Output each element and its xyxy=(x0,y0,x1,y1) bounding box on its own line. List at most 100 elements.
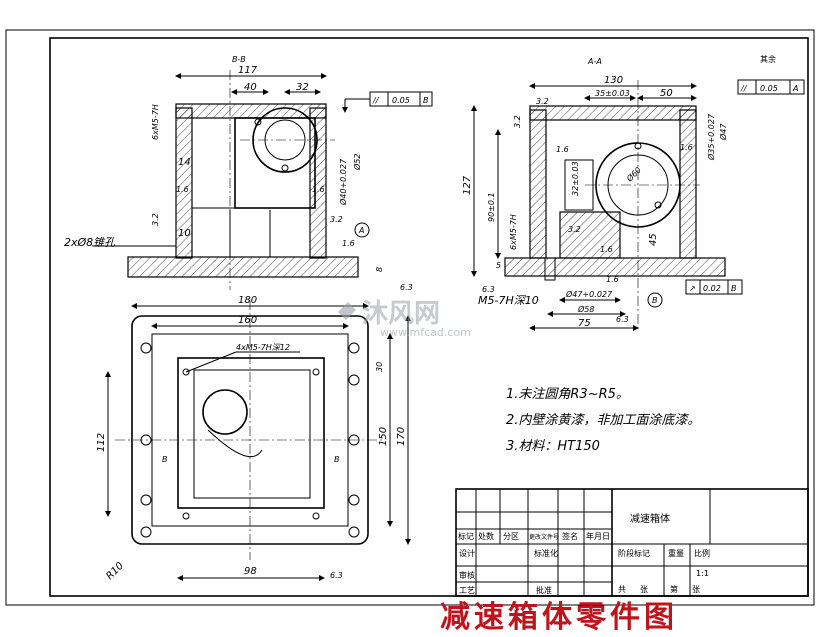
watermark-name: 沐风网 xyxy=(362,299,440,329)
dim-45: 45 xyxy=(648,233,659,246)
rough-1-6-a: 1.6 xyxy=(176,185,189,194)
tb-header-3: 更改文件号 xyxy=(529,533,559,541)
tb-sheet-3: 张 xyxy=(692,585,700,594)
tb-stage-0: 阶段标记 xyxy=(618,548,650,558)
rough-aa-3-2-a: 3.2 xyxy=(536,97,549,106)
dim-75: 75 xyxy=(578,318,591,329)
tol-aa-top-datum: A xyxy=(792,84,798,93)
tb-header-0: 标记 xyxy=(458,531,474,541)
dim-35: 35±0.03 xyxy=(595,89,630,98)
rough-1-6-c: 1.6 xyxy=(342,239,355,248)
tb-header-5: 年月日 xyxy=(586,531,610,541)
callout-4xm5-depth12: 4xM5-7H深12 xyxy=(236,343,290,352)
section-aa-label: A-A xyxy=(587,57,602,66)
tol-bb-value: 0.05 xyxy=(392,96,410,105)
tb-sheet-2: 第 xyxy=(670,584,678,594)
technical-notes: 1.未注圆角R3~R5。 2.内壁涂黄漆，非加工面涂底漆。 3.材料：HT150 xyxy=(506,387,700,454)
datum-b-mark: B xyxy=(652,296,658,305)
note-3: 3.材料：HT150 xyxy=(506,439,600,454)
tb-row-4: 批准 xyxy=(536,585,552,595)
tol-aa-top-symbol: // xyxy=(740,84,748,93)
dim-30: 30 xyxy=(375,362,384,372)
dim-dia52: Ø52 xyxy=(352,154,362,171)
dim-dia47-tol: Ø47+0.027 xyxy=(565,289,613,299)
dim-127: 127 xyxy=(462,175,473,195)
thread-6xm5: 6xM5-7H xyxy=(151,104,160,140)
rough-aa-1-6-a: 1.6 xyxy=(556,145,569,154)
rough-6-3-a: 6.3 xyxy=(400,283,413,292)
roughness-other: 其余 xyxy=(760,54,776,64)
section-aa-view: A-A 其余 130 35±0.03 50 3.2 3.2 1.6 1.6 32… xyxy=(462,54,805,331)
dim-32-tol: 32±0.03 xyxy=(571,161,580,196)
plan-mark-b-right: B xyxy=(334,455,340,464)
dim-130: 130 xyxy=(604,75,623,86)
dim-14: 14 xyxy=(178,157,191,168)
dim-98: 98 xyxy=(244,566,257,577)
dim-170: 170 xyxy=(396,427,407,446)
rough-1-6-b: 1.6 xyxy=(312,185,325,194)
tb-row-1: 标准化 xyxy=(534,548,558,558)
tol-aa-bottom-datum: B xyxy=(731,284,737,293)
dim-150: 150 xyxy=(378,427,389,446)
callout-2xd8-taper-hole: 2xØ8锥孔 xyxy=(64,236,116,249)
dim-112: 112 xyxy=(96,433,107,452)
tol-aa-bottom-symbol: ↗ xyxy=(689,284,696,293)
tb-row-2: 审核 xyxy=(459,570,475,580)
drawing-border xyxy=(49,37,809,597)
dim-dia58: Ø58 xyxy=(577,304,594,314)
watermark-url: www.mfcad.com xyxy=(380,326,471,339)
rough-3-2-a: 3.2 xyxy=(151,213,160,226)
title-part-name: 减速箱体 xyxy=(630,512,670,525)
dim-117: 117 xyxy=(238,65,258,76)
rough-3-2-b: 3.2 xyxy=(330,215,343,224)
dim-dia40: Ø40+0.027 xyxy=(338,158,348,206)
dim-90: 90±0.1 xyxy=(487,192,496,222)
tb-sheet-1: 张 xyxy=(640,585,648,594)
tb-header-2: 分区 xyxy=(503,532,519,541)
tb-row-3: 工艺 xyxy=(459,586,475,595)
tb-header-1: 处数 xyxy=(478,531,494,541)
section-bb-view: B-B 117 40 32 14 1.6 3.2 10 6xM5-7H Ø52 xyxy=(64,55,433,292)
dim-32: 32 xyxy=(296,82,309,93)
title-block: 减速箱体 标记 处数 分区 更改文件号 签名 年月日 设计 标准化 审核 工艺 … xyxy=(455,488,809,597)
tb-scale: 1:1 xyxy=(696,569,709,578)
dim-r10: R10 xyxy=(104,560,126,582)
dim-dia60: Ø60 xyxy=(624,165,643,184)
tb-sheet-0: 共 xyxy=(618,585,626,594)
callout-m5-depth10: M5-7H深10 xyxy=(478,294,539,307)
dim-dia35: Ø35+0.027 xyxy=(706,113,716,161)
dim-8: 8 xyxy=(375,267,384,272)
rough-aa-6-3-a: 6.3 xyxy=(482,285,495,294)
tb-header-4: 签名 xyxy=(562,531,578,541)
dim-dia47: Ø47 xyxy=(718,123,728,141)
tb-stage-1: 重量 xyxy=(668,548,684,558)
watermark: 沐风网 www.mfcad.com xyxy=(338,299,471,339)
tol-aa-top-value: 0.05 xyxy=(760,84,778,93)
tol-bb-datum: B xyxy=(423,96,429,105)
note-1: 1.未注圆角R3~R5。 xyxy=(506,387,629,402)
rough-plan-6-3: 6.3 xyxy=(330,571,343,580)
sheet-frame xyxy=(5,29,815,606)
section-bb-label: B-B xyxy=(232,55,246,64)
rough-aa-6-3-b: 6.3 xyxy=(616,315,629,324)
dim-40: 40 xyxy=(244,82,257,93)
dim-10: 10 xyxy=(178,228,191,239)
dim-180: 180 xyxy=(238,295,257,306)
datum-a-mark: A xyxy=(358,226,364,235)
thread-aa-6xm5: 6xM5-7H xyxy=(509,214,518,250)
plan-view: 180 160 4xM5-7H深12 30 112 150 170 98 R10… xyxy=(96,295,411,582)
tol-aa-bottom-value: 0.02 xyxy=(703,284,721,293)
rough-aa-3-2-b: 3.2 xyxy=(513,115,522,128)
rough-aa-1-6-b: 1.6 xyxy=(680,143,693,152)
plan-mark-b-left: B xyxy=(162,455,168,464)
tb-row-0: 设计 xyxy=(459,548,475,558)
rough-aa-1-6-d: 1.6 xyxy=(606,275,619,284)
dim-50: 50 xyxy=(660,88,673,99)
rough-aa-1-6-c: 1.6 xyxy=(600,245,613,254)
dim-5: 5 xyxy=(496,261,501,270)
tol-bb-symbol: // xyxy=(372,96,380,105)
dim-160: 160 xyxy=(238,315,257,326)
rough-aa-3-2-c: 3.2 xyxy=(568,225,581,234)
tb-stage-2: 比例 xyxy=(694,548,710,558)
